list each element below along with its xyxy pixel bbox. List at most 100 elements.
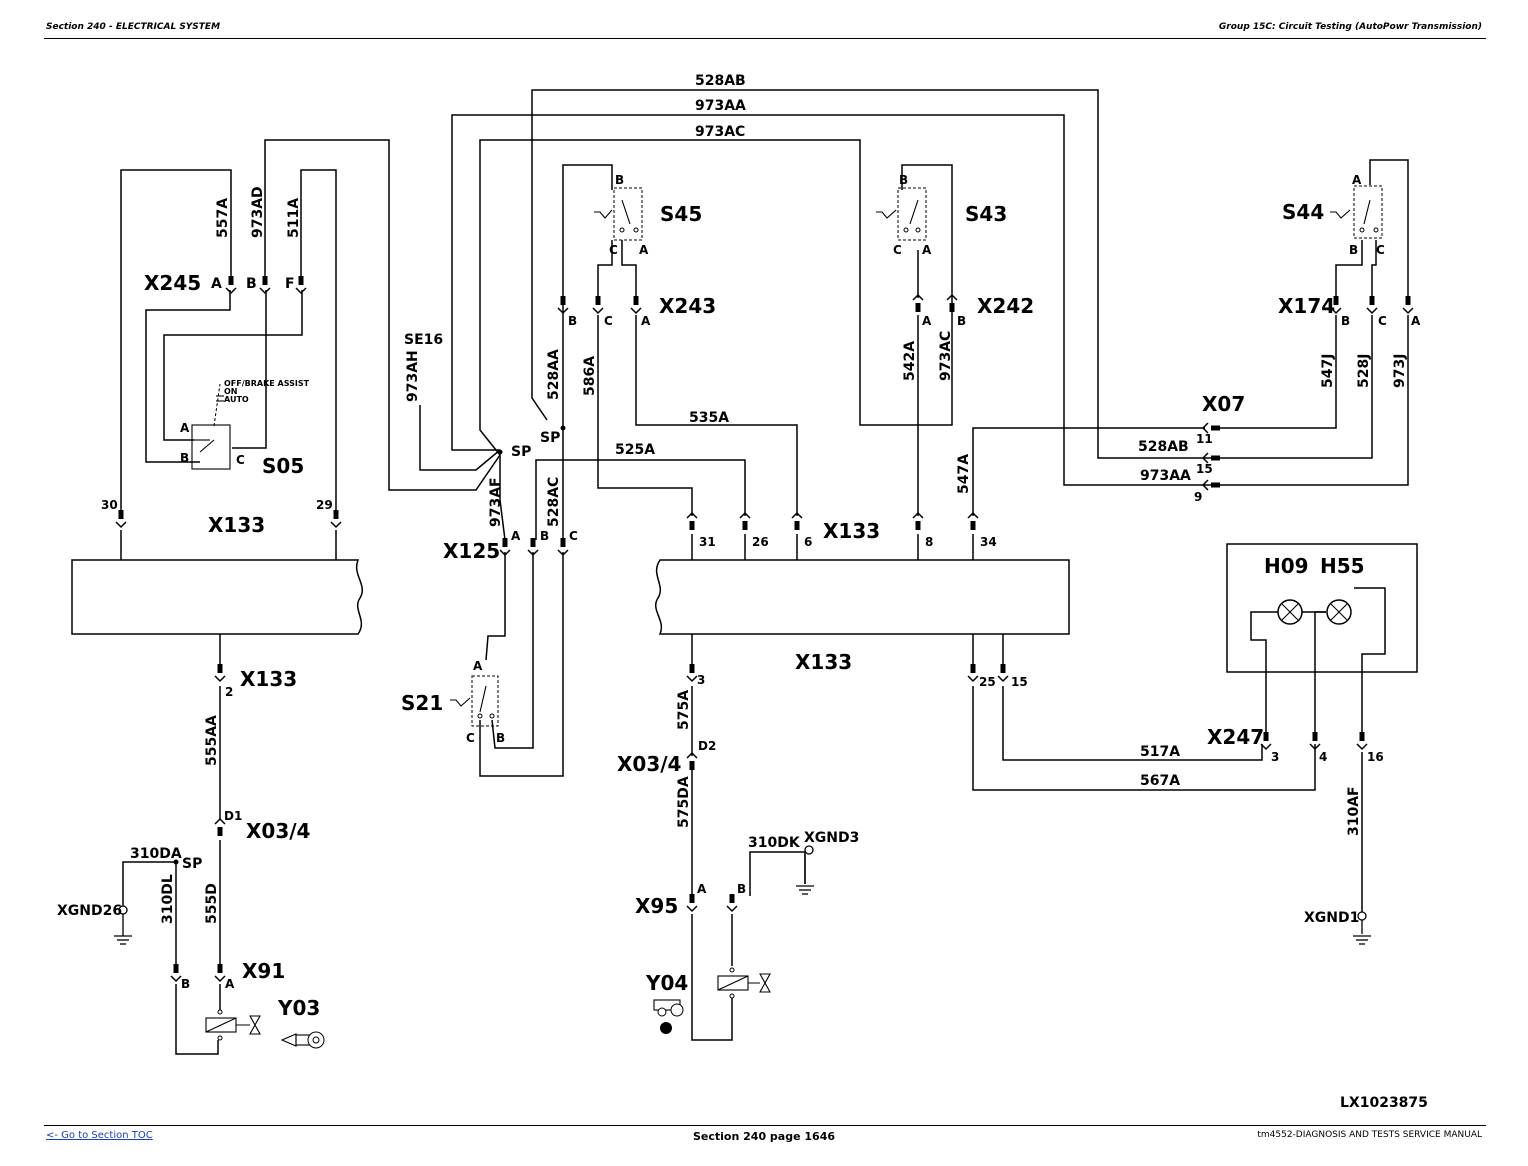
wire-973aa-right: 973AA [1140, 468, 1191, 484]
splice-points [173, 425, 566, 865]
label-s43: S43 [965, 202, 1007, 226]
pin-b: B [496, 731, 505, 745]
pin-b: B [181, 977, 190, 991]
switch-pos-auto: AUTO [224, 395, 249, 404]
pin-c: C [1378, 314, 1387, 328]
wire-973ac-v: 973AC [938, 331, 954, 381]
label-x133-b: X133 [823, 519, 880, 543]
pin-c: C [466, 731, 475, 745]
header-rule [44, 38, 1486, 39]
pin-b: B [568, 314, 577, 328]
pin-c: C [569, 529, 578, 543]
pin-a: A [1352, 173, 1362, 187]
pin-c: C [893, 243, 902, 257]
pin-15: 15 [1011, 675, 1028, 689]
pin-a: A [697, 882, 707, 896]
pin-c: C [236, 453, 245, 467]
wire-567a: 567A [1140, 773, 1180, 789]
pin-a: A [511, 529, 521, 543]
switch-s43 [876, 187, 927, 241]
pin-25: 25 [979, 675, 996, 689]
pin-16: 16 [1367, 750, 1384, 764]
wire-547j: 547J [1320, 354, 1336, 388]
label-x03-4-b: X03/4 [617, 752, 681, 776]
label-sp-3: SP [182, 856, 202, 872]
pin-a: A [641, 314, 651, 328]
pin-b: B [246, 276, 257, 292]
label-y03: Y03 [277, 996, 320, 1020]
pin-c: C [1376, 243, 1385, 257]
label-s05: S05 [262, 454, 304, 478]
section-toc-link[interactable]: <- Go to Section TOC [46, 1130, 153, 1141]
pin-b: B [180, 451, 189, 465]
lamp-h55-icon [1326, 599, 1352, 625]
footer-rule [44, 1125, 1486, 1126]
group-header: Group 15C: Circuit Testing (AutoPowr Tra… [1218, 22, 1482, 32]
label-se16: SE16 [404, 332, 443, 348]
section-header: Section 240 - ELECTRICAL SYSTEM [46, 22, 221, 32]
wire-557a: 557A [215, 198, 231, 238]
pin-labels: A B F A B C 30 29 A B C B C A B C A B C … [101, 173, 1421, 991]
wire-517a: 517A [1140, 744, 1180, 760]
label-sp-1: SP [511, 444, 531, 460]
pin-4: 4 [1319, 750, 1327, 764]
figure-id: LX1023875 [1340, 1095, 1428, 1111]
indicator-lamp-box [1226, 543, 1418, 673]
wire-310af: 310AF [1346, 786, 1362, 836]
switch-pos-on: ON [224, 387, 238, 396]
label-x243: X243 [659, 294, 716, 318]
wire-511a: 511A [286, 198, 302, 238]
pin-b: B [540, 529, 549, 543]
switch-pos-off: OFF/BRAKE ASSIST [224, 379, 310, 388]
wire-525a: 525A [615, 442, 655, 458]
pin-6: 6 [804, 535, 812, 549]
wire-310dk: 310DK [748, 835, 801, 851]
label-x91: X91 [242, 959, 285, 983]
label-h09: H09 [1264, 554, 1309, 578]
pin-b: B [957, 314, 966, 328]
pin-9: 9 [1194, 490, 1202, 504]
wire-973ac-top: 973AC [695, 124, 745, 140]
label-x125: X125 [443, 539, 500, 563]
label-x242: X242 [977, 294, 1034, 318]
label-x174: X174 [1278, 294, 1335, 318]
label-s45: S45 [660, 202, 702, 226]
pin-3: 3 [1271, 750, 1279, 764]
label-sp-2: SP [540, 430, 560, 446]
manual-title: tm4552-DIAGNOSIS AND TESTS SERVICE MANUA… [1257, 1130, 1482, 1140]
pin-b: B [1349, 243, 1358, 257]
pin-a: A [1411, 314, 1421, 328]
wire-528aa: 528AA [546, 349, 562, 400]
x133-module-left [71, 559, 363, 635]
wire-973j: 973J [1392, 354, 1408, 388]
wire-555aa: 555AA [204, 715, 220, 766]
pin-f: F [285, 276, 295, 292]
wire-575a: 575A [676, 690, 692, 730]
pin-a: A [922, 243, 932, 257]
pin-3: 3 [697, 673, 705, 687]
label-x133-d: X133 [240, 667, 297, 691]
pin-34: 34 [980, 535, 997, 549]
wire-535a: 535A [689, 410, 729, 426]
wiring [120, 89, 1409, 1055]
component-labels: X245 S05 X133 SE16 X125 S21 S45 X243 S43… [57, 200, 1428, 1111]
wire-973ad: 973AD [250, 186, 266, 238]
wire-310da: 310DA [130, 846, 182, 862]
pin-d1: D1 [224, 809, 242, 823]
label-x247: X247 [1207, 725, 1264, 749]
pin-a: A [473, 659, 483, 673]
label-x95: X95 [635, 894, 678, 918]
label-xgnd1: XGND1 [1304, 910, 1359, 926]
connectors [115, 275, 1414, 982]
label-x07: X07 [1202, 392, 1245, 416]
label-h55: H55 [1320, 554, 1365, 578]
switch-s21 [450, 675, 499, 727]
pin-b: B [1341, 314, 1350, 328]
pin-15: 15 [1196, 462, 1213, 476]
wire-528ab-top: 528AB [695, 73, 746, 89]
wire-528j: 528J [1356, 354, 1372, 388]
x133-module-right [655, 559, 1070, 635]
pin-c: C [604, 314, 613, 328]
switch-s44 [1330, 185, 1383, 239]
solenoid-y04-icon [717, 967, 771, 999]
